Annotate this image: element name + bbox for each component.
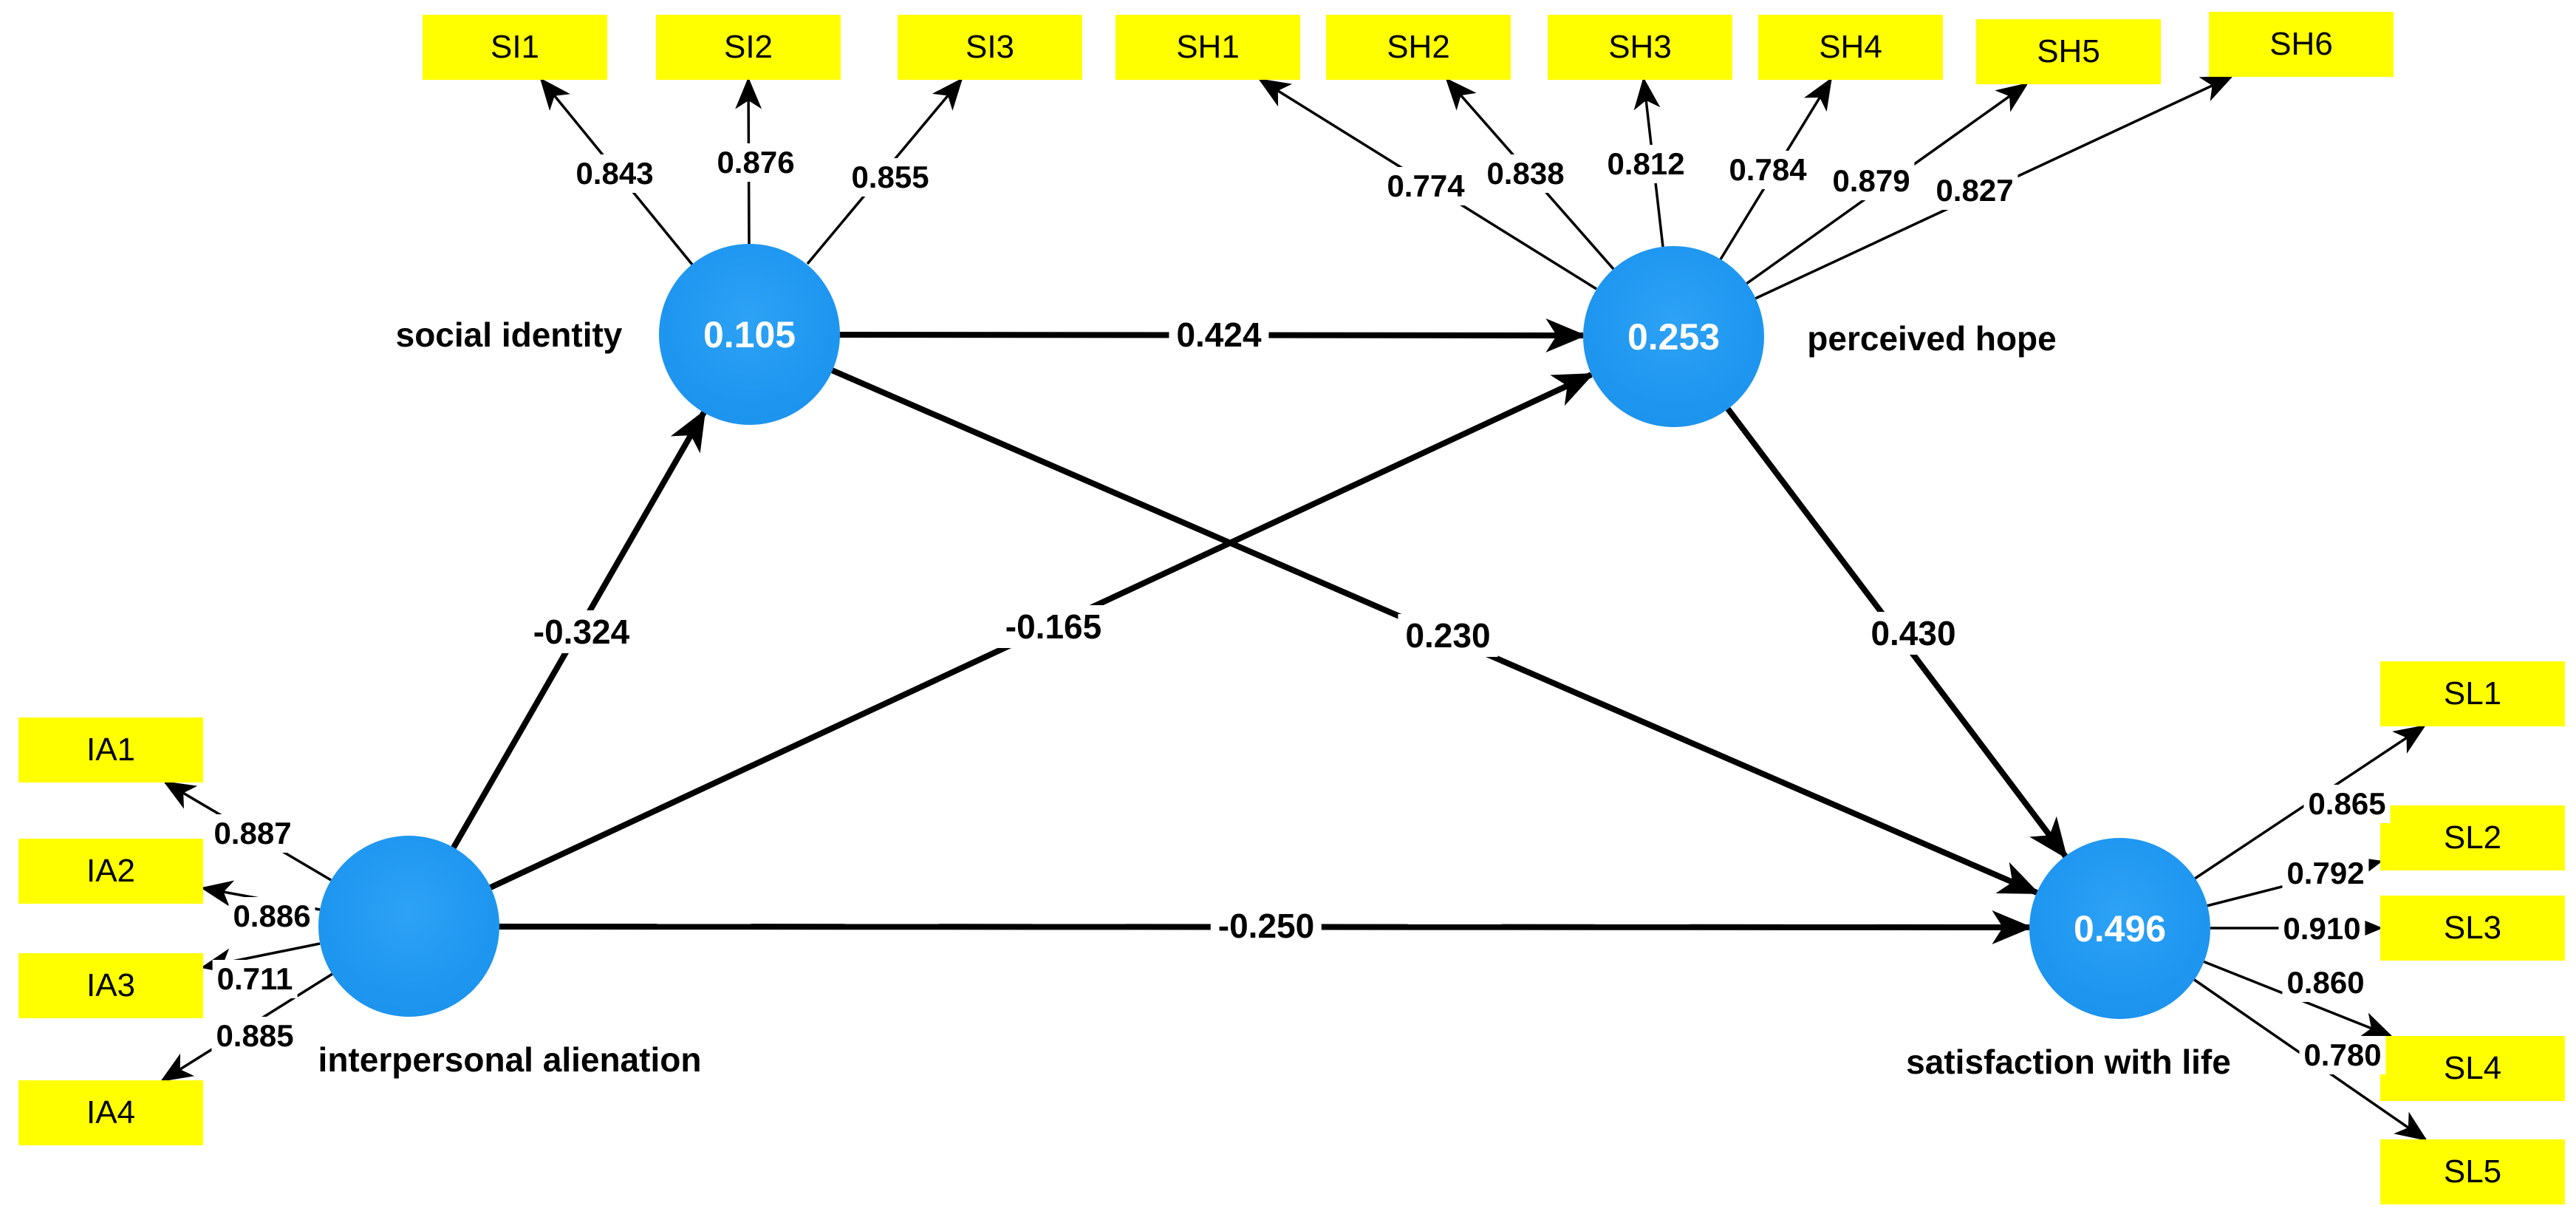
r2-value-perceived-hope: 0.253 bbox=[1627, 316, 1721, 358]
indicator-box-SI2[interactable]: SI2 bbox=[656, 15, 841, 80]
loading-label-SH3: 0.812 bbox=[1602, 145, 1690, 183]
loading-label-SH2: 0.838 bbox=[1482, 154, 1569, 193]
loading-label-IA2: 0.886 bbox=[228, 897, 315, 935]
latent-circle-social-identity[interactable]: 0.105 bbox=[659, 244, 840, 425]
path-coef-ph-sl: 0.430 bbox=[1863, 612, 1964, 655]
path-coef-si-sl: 0.230 bbox=[1398, 614, 1498, 657]
indicator-box-SL2[interactable]: SL2 bbox=[2380, 805, 2565, 870]
loading-label-SI1: 0.843 bbox=[571, 154, 658, 193]
latent-circle-satisfaction-with-life[interactable]: 0.496 bbox=[2029, 838, 2210, 1019]
loading-label-SH4: 0.784 bbox=[1724, 151, 1811, 189]
loading-label-SL4: 0.860 bbox=[2282, 964, 2369, 1002]
indicator-box-SL5[interactable]: SL5 bbox=[2380, 1139, 2565, 1204]
path-coef-si-ph: 0.424 bbox=[1169, 313, 1269, 356]
r2-value-social-identity: 0.105 bbox=[703, 313, 796, 355]
latent-circle-interpersonal-alienation[interactable] bbox=[318, 836, 499, 1017]
latent-circle-perceived-hope[interactable]: 0.253 bbox=[1583, 246, 1764, 427]
loading-label-SL5: 0.780 bbox=[2299, 1036, 2386, 1074]
loading-label-SL1: 0.865 bbox=[2303, 785, 2391, 823]
path-coef-ia-sl: -0.250 bbox=[1210, 904, 1322, 947]
indicator-box-SL3[interactable]: SL3 bbox=[2380, 896, 2565, 961]
loading-label-SH5: 0.879 bbox=[1828, 162, 1915, 200]
loading-label-SI2: 0.876 bbox=[712, 143, 799, 182]
indicator-box-SH2[interactable]: SH2 bbox=[1326, 15, 1511, 80]
indicator-box-SI3[interactable]: SI3 bbox=[898, 15, 1082, 80]
indicator-box-IA3[interactable]: IA3 bbox=[18, 953, 203, 1018]
r2-value-satisfaction-with-life: 0.496 bbox=[2073, 907, 2167, 950]
indicator-box-SH6[interactable]: SH6 bbox=[2209, 12, 2394, 77]
indicator-box-SH4[interactable]: SH4 bbox=[1758, 15, 1943, 80]
path-coef-ia-ph: -0.165 bbox=[997, 605, 1110, 648]
indicator-box-SL4[interactable]: SL4 bbox=[2380, 1036, 2565, 1101]
indicator-box-SI1[interactable]: SI1 bbox=[423, 15, 607, 80]
loading-label-IA4: 0.885 bbox=[211, 1017, 298, 1055]
construct-label-social-identity: social identity bbox=[395, 316, 623, 354]
loading-label-SH1: 0.774 bbox=[1382, 167, 1469, 205]
path-coef-ia-si: -0.324 bbox=[525, 610, 638, 653]
indicator-box-IA4[interactable]: IA4 bbox=[18, 1080, 203, 1145]
loading-label-SI3: 0.855 bbox=[847, 158, 934, 197]
loading-label-SL3: 0.910 bbox=[2278, 910, 2365, 948]
indicator-box-SH5[interactable]: SH5 bbox=[1976, 19, 2161, 84]
indicator-box-SH3[interactable]: SH3 bbox=[1548, 15, 1732, 80]
loading-label-SH6: 0.827 bbox=[1931, 171, 2018, 210]
loading-label-SL2: 0.792 bbox=[2282, 854, 2369, 893]
indicator-box-IA2[interactable]: IA2 bbox=[18, 839, 203, 904]
indicator-box-SH1[interactable]: SH1 bbox=[1116, 15, 1300, 80]
loading-label-IA1: 0.887 bbox=[209, 814, 296, 853]
construct-label-perceived-hope: perceived hope bbox=[1807, 319, 2057, 358]
construct-label-interpersonal-alienation: interpersonal alienation bbox=[318, 1040, 702, 1079]
indicator-box-IA1[interactable]: IA1 bbox=[18, 717, 203, 783]
construct-label-satisfaction-with-life: satisfaction with life bbox=[1906, 1043, 2231, 1081]
indicator-box-SL1[interactable]: SL1 bbox=[2380, 661, 2565, 726]
loading-label-IA3: 0.711 bbox=[212, 960, 298, 998]
